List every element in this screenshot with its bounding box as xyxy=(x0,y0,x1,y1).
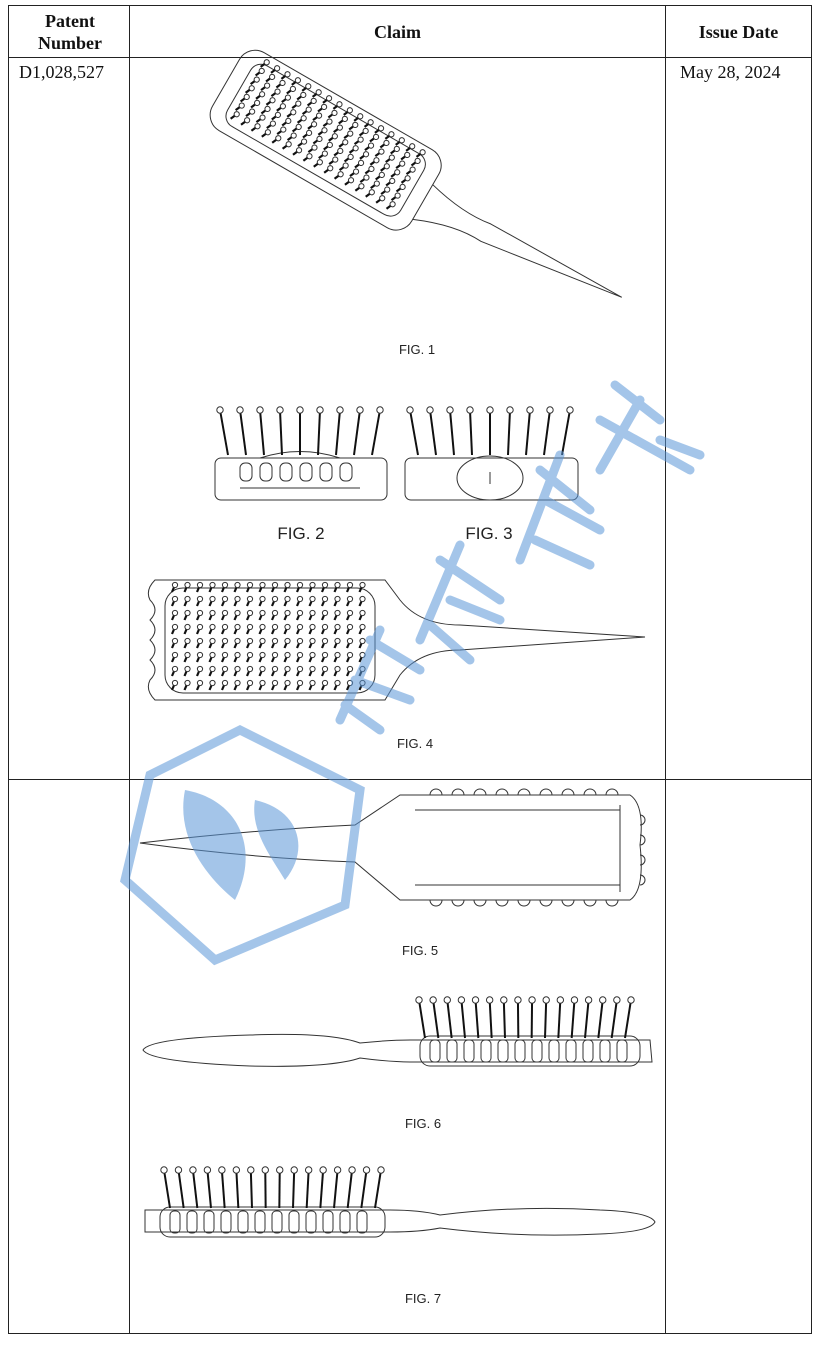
fig-5-drawing xyxy=(139,788,646,907)
fig-6-drawing xyxy=(142,996,653,1067)
column-divider xyxy=(129,5,130,1334)
fig-2-drawing xyxy=(214,406,388,501)
table-border-right xyxy=(811,5,812,1334)
fig-6-label: FIG. 6 xyxy=(404,1116,442,1131)
fig-5-label: FIG. 5 xyxy=(401,943,439,958)
fig-1-label: FIG. 1 xyxy=(398,342,436,357)
row-divider xyxy=(8,779,812,780)
table-border-bottom xyxy=(8,1333,812,1334)
issue-date-cell: May 28, 2024 xyxy=(680,62,781,82)
fig-7-drawing xyxy=(144,1166,656,1238)
fig-4-label: FIG. 4 xyxy=(396,736,434,751)
header-claim: Claim xyxy=(374,22,421,42)
patent-number-cell: D1,028,527 xyxy=(19,62,104,82)
fig-1-drawing xyxy=(209,49,623,298)
fig-3-drawing xyxy=(404,406,579,501)
header-issue-date: Issue Date xyxy=(698,22,779,42)
fig-4-drawing xyxy=(147,579,646,701)
header-patent-number: Patent Number xyxy=(38,11,102,53)
table-border-left xyxy=(8,5,9,1334)
header-divider xyxy=(8,57,812,58)
table-border-top xyxy=(8,5,812,6)
fig-3-label: FIG. 3 xyxy=(465,524,513,543)
column-divider xyxy=(665,5,666,1334)
fig-2-label: FIG. 2 xyxy=(277,524,325,543)
fig-7-label: FIG. 7 xyxy=(404,1291,442,1306)
